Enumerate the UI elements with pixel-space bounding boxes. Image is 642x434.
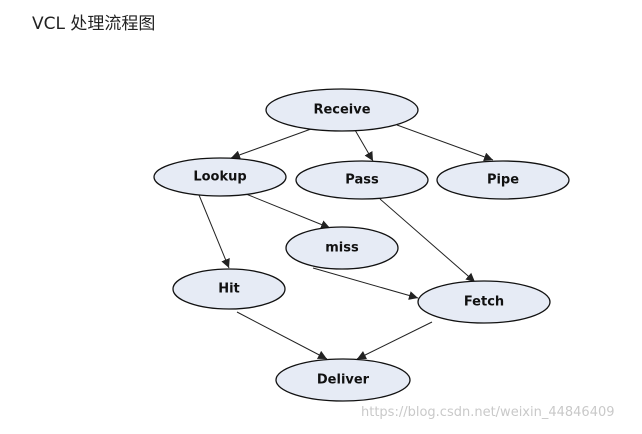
node-receive-shape [265, 88, 419, 132]
node-receive-label: Receive [313, 103, 370, 118]
node-lookup-label: Lookup [193, 170, 246, 185]
watermark-text: https://blog.csdn.net/weixin_44846409 [361, 405, 615, 420]
node-miss: miss [285, 226, 399, 270]
node-receive: Receive [265, 88, 419, 132]
edge-lookup-to-hit [198, 194, 230, 269]
node-fetch: Fetch [417, 280, 551, 324]
edge-receive-to-pipe [396, 124, 494, 162]
node-fetch-label: Fetch [464, 295, 504, 310]
node-fetch-shape [417, 280, 551, 324]
node-pipe-shape [436, 160, 570, 200]
node-lookup-shape [153, 157, 287, 197]
node-hit-shape [172, 268, 286, 310]
edge-miss-to-fetch [312, 267, 419, 300]
node-hit-label: Hit [218, 282, 240, 297]
edge-lookup-to-miss [245, 193, 331, 229]
node-deliver-label: Deliver [317, 373, 370, 388]
node-pass: Pass [295, 160, 429, 200]
edge-receive-to-pass [354, 129, 374, 162]
edge-hit-to-deliver [236, 311, 328, 360]
node-pipe: Pipe [436, 160, 570, 200]
edges [198, 124, 494, 360]
edge-receive-to-lookup [230, 128, 312, 160]
edge-fetch-to-deliver [356, 321, 433, 360]
edge-pass-to-fetch [379, 198, 476, 283]
page-title: VCL 处理流程图 [32, 14, 156, 34]
node-deliver-shape [275, 358, 411, 402]
node-miss-label: miss [325, 241, 359, 256]
node-pass-shape [295, 160, 429, 200]
node-pipe-label: Pipe [487, 173, 519, 188]
node-miss-shape [285, 226, 399, 270]
node-pass-label: Pass [345, 173, 379, 188]
node-lookup: Lookup [153, 157, 287, 197]
node-hit: Hit [172, 268, 286, 310]
node-deliver: Deliver [275, 358, 411, 402]
